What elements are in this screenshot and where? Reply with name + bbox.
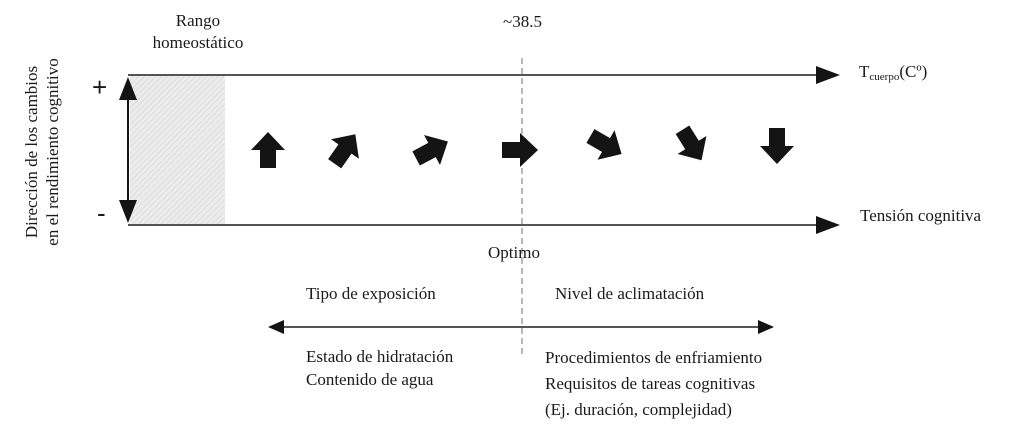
plus-sign: + <box>92 72 108 102</box>
homeostatic-label-line1: Rango <box>175 11 221 30</box>
body-temperature-label: Tcuerpo(Cº) <box>859 62 927 87</box>
task-examples-item: (Ej. duración, complejidad) <box>545 400 732 419</box>
acclimation-level-label: Nivel de aclimatación <box>555 284 705 303</box>
arrow-down-right-shallow-icon <box>581 121 631 169</box>
cognitive-strain-label: Tensión cognitiva <box>860 206 982 225</box>
y-axis-label-line2: en el rendimiento cognitivo <box>43 58 62 246</box>
hydration-status-item: Estado de hidratación <box>306 347 454 366</box>
cooling-procedures-item: Procedimientos de enfriamiento <box>545 348 763 367</box>
right-factor-list: Procedimientos de enfriamiento Requisito… <box>545 345 762 423</box>
threshold-label: ~38.5 <box>503 12 542 31</box>
arrow-up-icon <box>251 132 285 168</box>
homeostatic-label-line2: homeostático <box>152 33 244 52</box>
vertical-double-arrow <box>119 77 137 223</box>
y-axis-label: Dirección de los cambios en el rendimien… <box>21 58 63 245</box>
exposure-type-label: Tipo de exposición <box>306 284 436 303</box>
water-content-item: Contenido de agua <box>306 370 434 389</box>
arrow-up-right-shallow-icon <box>408 126 456 174</box>
factors-double-arrow <box>268 320 774 334</box>
arrow-right-icon <box>502 133 538 167</box>
bottom-axis-arrow <box>128 216 840 234</box>
top-axis-arrow <box>128 66 840 84</box>
y-axis-label-line1: Dirección de los cambios <box>22 65 41 239</box>
body-temp-unit: (Cº) <box>899 62 928 81</box>
arrow-up-right-steep-icon <box>320 124 370 174</box>
cognitive-task-requirements-item: Requisitos de tareas cognitivas <box>545 374 756 393</box>
homeostatic-range-label: Rango homeostático <box>128 10 268 54</box>
arrow-down-right-steep-icon <box>668 120 716 170</box>
left-factor-list: Estado de hidratación Contenido de agua <box>306 345 453 391</box>
optimum-label: Optimo <box>488 243 540 262</box>
minus-sign: - <box>97 198 106 228</box>
body-temp-subscript: cuerpo <box>869 71 900 83</box>
arrow-down-icon <box>760 128 794 164</box>
homeostatic-range-region <box>130 75 225 225</box>
body-temp-main: T <box>859 62 870 81</box>
